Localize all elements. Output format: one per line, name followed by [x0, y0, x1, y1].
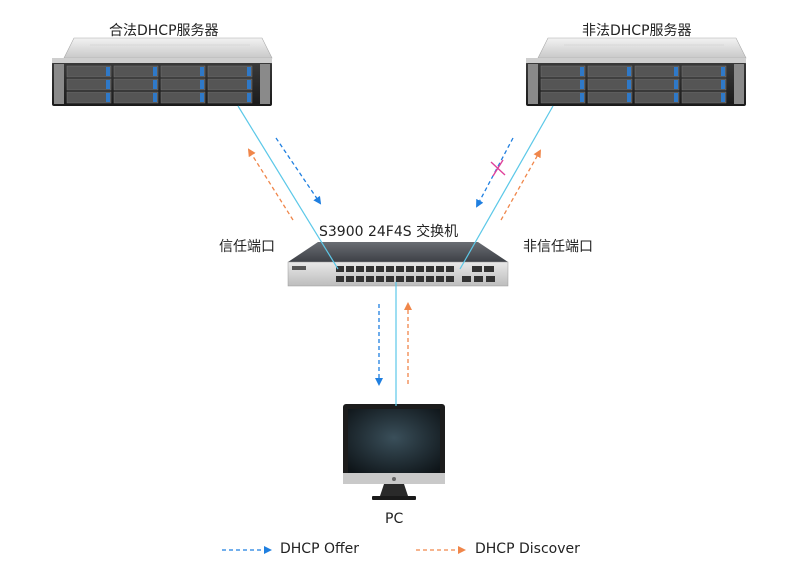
cables — [237, 105, 554, 406]
trusted-port-label: 信任端口 — [219, 239, 275, 255]
discover-arrow-switch-to-illegal — [500, 149, 541, 221]
legal-server-icon — [52, 37, 273, 106]
blocked-cross-mark — [490, 159, 506, 177]
illegal-server-label: 非法DHCP服务器 — [582, 23, 692, 39]
pc-label: PC — [385, 511, 404, 527]
untrusted-port-label: 非信任端口 — [523, 239, 593, 255]
switch-icon — [287, 242, 509, 287]
legal-server-label: 合法DHCP服务器 — [109, 23, 219, 39]
legend-discover-label: DHCP Discover — [475, 541, 580, 557]
switch-label: S3900 24F4S 交换机 — [319, 224, 459, 240]
offer-arrow-legal-to-switch — [275, 137, 322, 205]
pc-monitor-icon — [343, 404, 445, 500]
legend-offer-label: DHCP Offer — [280, 541, 360, 557]
illegal-server-icon — [526, 37, 747, 106]
